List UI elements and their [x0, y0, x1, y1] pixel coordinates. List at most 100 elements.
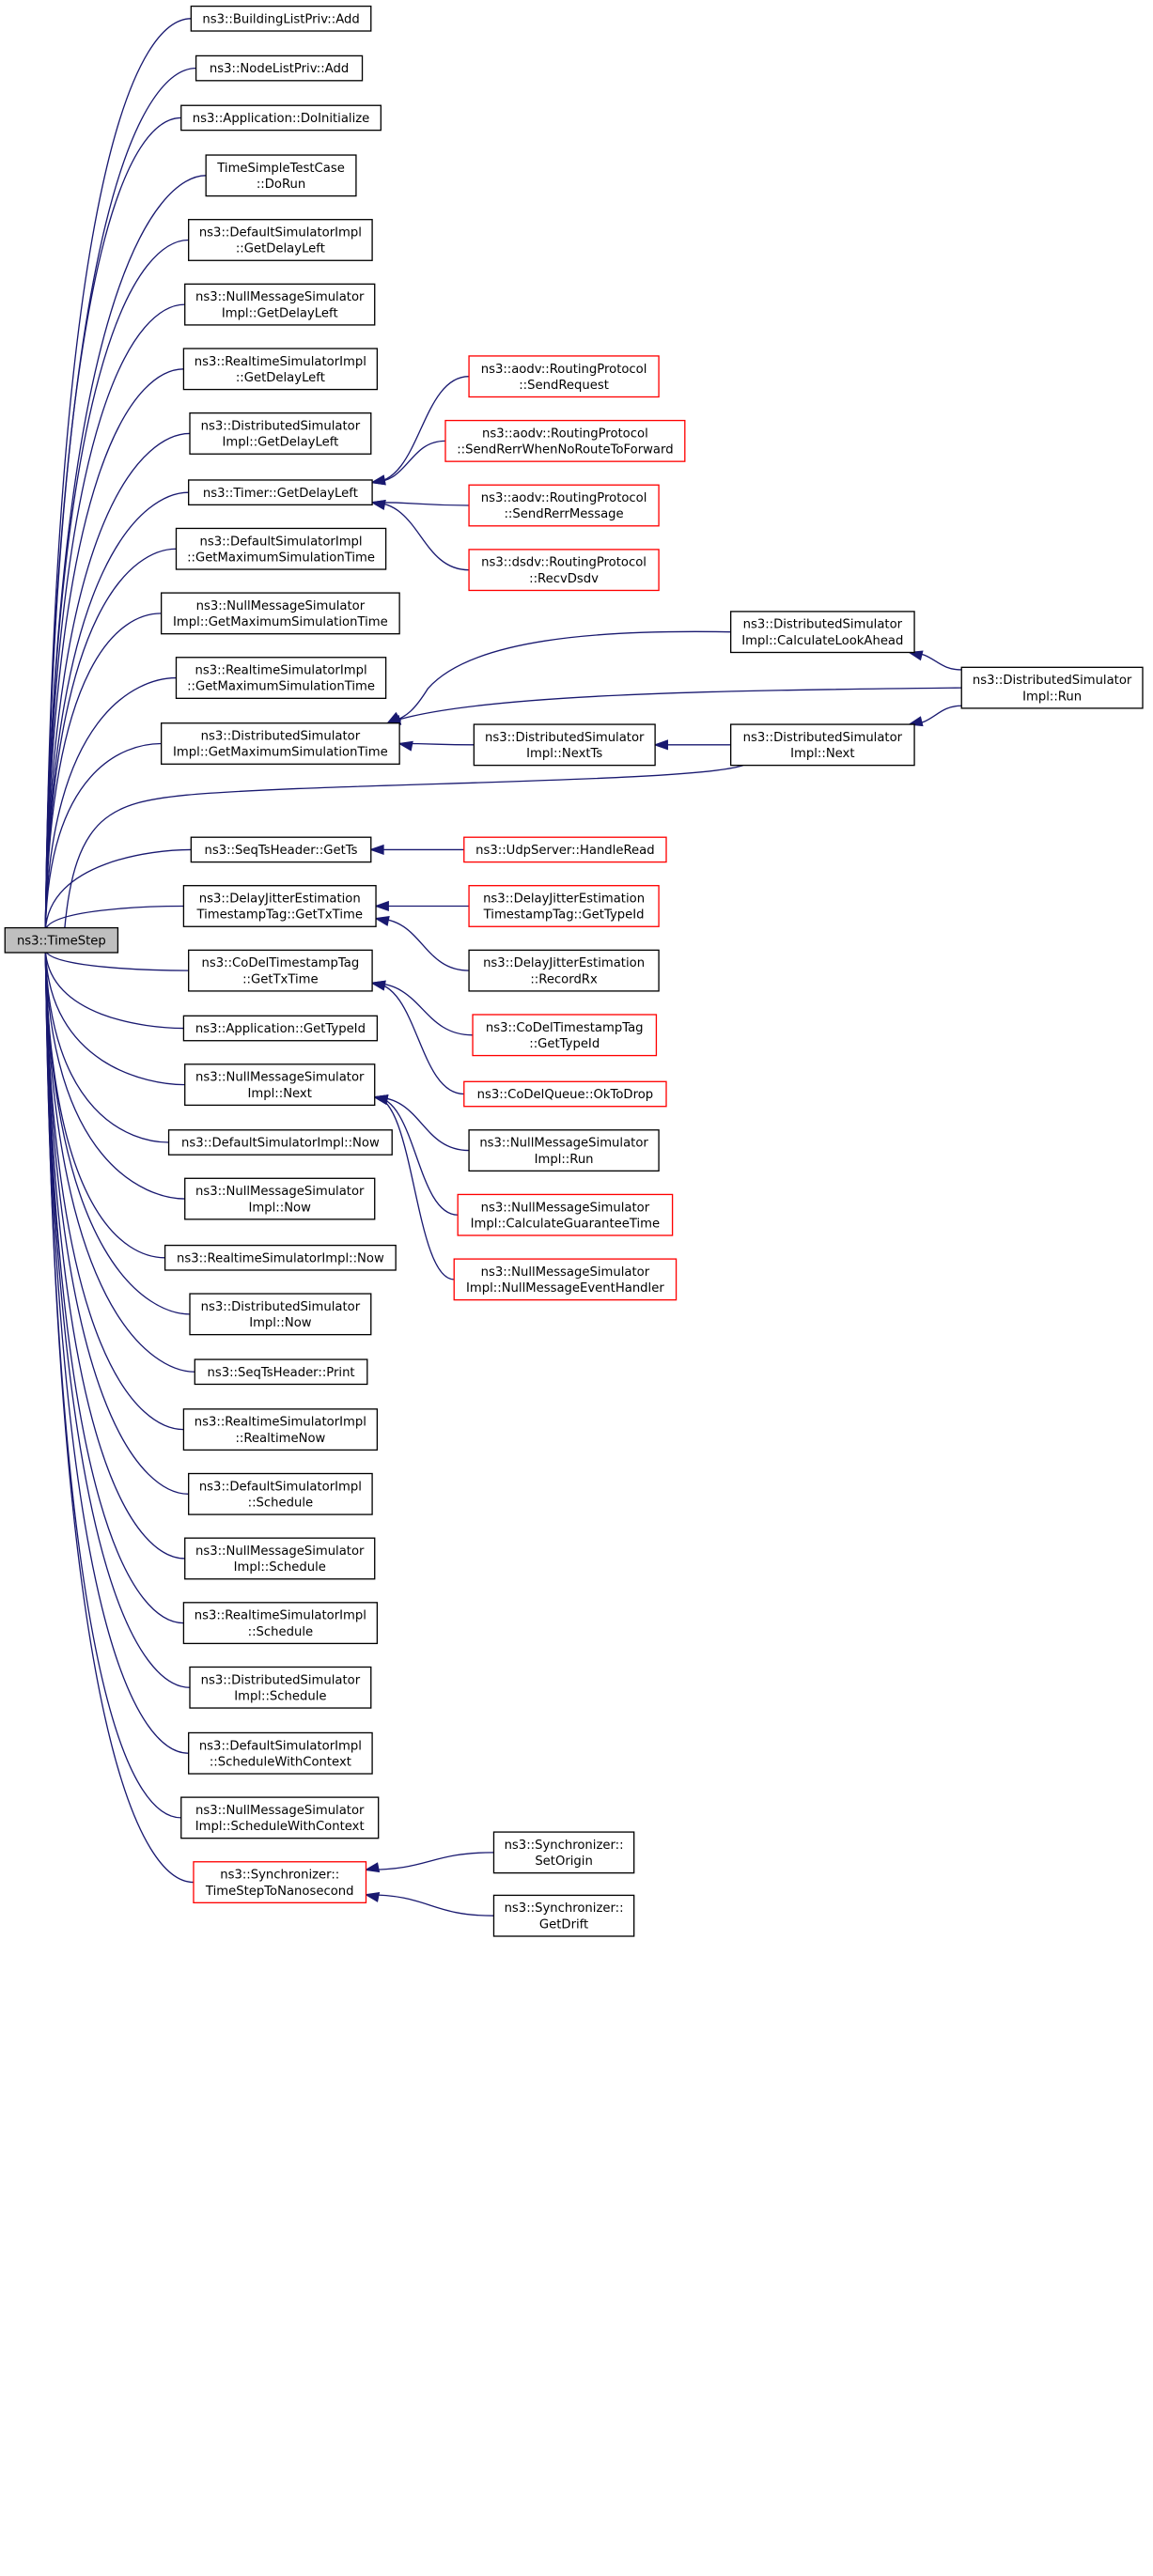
- function-node[interactable]: ns3::DistributedSimulatorImpl::Calculate…: [729, 611, 915, 654]
- root-function-node[interactable]: ns3::TimeStep: [4, 926, 119, 954]
- function-node[interactable]: ns3::RealtimeSimulatorImpl::Schedule: [182, 1602, 379, 1645]
- function-node[interactable]: ns3::SeqTsHeader::Print: [194, 1358, 368, 1386]
- edge-line: [372, 502, 470, 506]
- node-label-line: ns3::DistributedSimulator: [743, 618, 903, 632]
- function-node[interactable]: ns3::Synchronizer::GetDrift: [492, 1894, 635, 1937]
- node-box: [184, 1537, 376, 1580]
- function-node[interactable]: ns3::DefaultSimulatorImpl::ScheduleWithC…: [188, 1731, 373, 1775]
- node-box: [729, 723, 915, 767]
- function-node[interactable]: ns3::Application::GetTypeId: [182, 1015, 379, 1042]
- edge-line: [44, 239, 189, 931]
- call-edge: [41, 936, 194, 1884]
- function-node[interactable]: ns3::Synchronizer::SetOrigin: [492, 1831, 635, 1874]
- function-node[interactable]: ns3::BuildingListPriv::Add: [190, 5, 372, 32]
- function-node[interactable]: ns3::CoDelQueue::OkToDrop: [463, 1080, 667, 1108]
- node-box: [182, 1408, 379, 1451]
- function-node[interactable]: ns3::CoDelTimestampTag::GetTypeId: [472, 1014, 658, 1057]
- node-box: [180, 1796, 380, 1839]
- function-node[interactable]: ns3::CoDelTimestampTag::GetTxTime: [188, 949, 373, 992]
- call-edge: [41, 432, 191, 944]
- edge-line: [44, 950, 185, 1560]
- node-label-line: ns3::Timer::GetDelayLeft: [203, 487, 358, 501]
- edge-line: [44, 950, 194, 1884]
- function-node[interactable]: ns3::NullMessageSimulatorImpl::GetDelayL…: [184, 283, 376, 326]
- function-node[interactable]: ns3::NullMessageSimulatorImpl::Calculate…: [457, 1193, 674, 1236]
- node-label-line: ns3::DistributedSimulator: [201, 730, 361, 744]
- edge-line: [44, 950, 181, 1819]
- function-node[interactable]: ns3::RealtimeSimulatorImpl::GetDelayLeft: [182, 348, 379, 391]
- node-label-line: Impl::CalculateLookAhead: [741, 634, 903, 648]
- function-node[interactable]: ns3::NullMessageSimulatorImpl::NullMessa…: [453, 1258, 678, 1301]
- node-label-line: ns3::aodv::RoutingProtocol: [481, 491, 647, 505]
- function-node[interactable]: ns3::RealtimeSimulatorImpl::Now: [164, 1244, 397, 1271]
- function-node[interactable]: ns3::dsdv::RoutingProtocol::RecvDsdv: [468, 549, 660, 592]
- node-box: [468, 484, 660, 527]
- function-node[interactable]: ns3::Timer::GetDelayLeft: [188, 479, 373, 506]
- function-node[interactable]: ns3::NullMessageSimulatorImpl::ScheduleW…: [180, 1796, 380, 1839]
- function-node[interactable]: ns3::DefaultSimulatorImpl::Schedule: [188, 1472, 373, 1515]
- node-label-line: Impl::NullMessageEventHandler: [466, 1281, 664, 1296]
- node-label-line: Impl::Now: [249, 1316, 312, 1330]
- node-label-line: ns3::DelayJitterEstimation: [483, 956, 645, 970]
- function-node[interactable]: ns3::DelayJitterEstimationTimestampTag::…: [182, 885, 377, 927]
- node-box: [194, 1358, 368, 1386]
- node-box: [468, 1129, 660, 1172]
- node-label-line: ::GetDelayLeft: [236, 371, 325, 385]
- edge-line: [44, 950, 165, 1259]
- function-node[interactable]: ns3::aodv::RoutingProtocol::SendRerrWhen…: [444, 419, 686, 462]
- function-node[interactable]: ns3::aodv::RoutingProtocol::SendRerrMess…: [468, 484, 660, 527]
- node-label-line: ns3::BuildingListPriv::Add: [202, 12, 359, 26]
- function-node[interactable]: ns3::NullMessageSimulatorImpl::GetMaximu…: [160, 592, 400, 635]
- call-edge: [41, 67, 196, 944]
- node-box: [164, 1244, 397, 1271]
- call-edge: [385, 630, 731, 724]
- node-label-line: SetOrigin: [535, 1854, 593, 1869]
- call-edge: [385, 687, 962, 725]
- function-node[interactable]: ns3::DefaultSimulatorImpl::GetDelayLeft: [188, 219, 373, 261]
- edge-line: [44, 676, 177, 931]
- node-box: [184, 1177, 376, 1220]
- node-label-line: ns3::aodv::RoutingProtocol: [482, 427, 648, 441]
- function-node[interactable]: ns3::RealtimeSimulatorImpl::GetMaximumSi…: [175, 657, 387, 699]
- function-node[interactable]: ns3::DelayJitterEstimation::RecordRx: [468, 949, 660, 992]
- function-node[interactable]: ns3::Synchronizer::TimeStepToNanosecond: [193, 1861, 367, 1904]
- function-node[interactable]: ns3::DistributedSimulatorImpl::GetMaximu…: [160, 722, 400, 765]
- function-node[interactable]: ns3::DelayJitterEstimationTimestampTag::…: [468, 885, 660, 927]
- function-node[interactable]: ns3::DefaultSimulatorImpl::Now: [167, 1129, 393, 1156]
- function-node[interactable]: ns3::Application::DoInitialize: [180, 104, 382, 132]
- node-label-line: ns3::dsdv::RoutingProtocol: [481, 556, 647, 570]
- function-node[interactable]: ns3::DistributedSimulatorImpl::GetDelayL…: [189, 411, 372, 455]
- function-node[interactable]: ns3::DefaultSimulatorImpl::GetMaximumSim…: [175, 527, 387, 570]
- function-node[interactable]: ns3::NodeListPriv::Add: [195, 54, 364, 82]
- node-box: [190, 836, 372, 863]
- function-node[interactable]: ns3::aodv::RoutingProtocol::SendRequest: [468, 355, 660, 398]
- function-node[interactable]: ns3::SeqTsHeader::GetTs: [190, 836, 372, 863]
- call-edge: [41, 368, 184, 944]
- function-node[interactable]: ns3::RealtimeSimulatorImpl::RealtimeNow: [182, 1408, 379, 1451]
- node-label-line: ns3::Application::DoInitialize: [193, 112, 370, 126]
- node-box: [175, 657, 387, 699]
- edge-line: [372, 982, 474, 1036]
- node-label-line: Impl::ScheduleWithContext: [195, 1820, 365, 1834]
- node-label-line: ns3::RealtimeSimulatorImpl: [195, 1416, 366, 1430]
- function-node[interactable]: ns3::UdpServer::HandleRead: [463, 836, 667, 863]
- edge-line: [44, 613, 162, 931]
- edge-line: [44, 950, 184, 1431]
- node-box: [453, 1258, 678, 1301]
- node-label-line: ::GetMaximumSimulationTime: [187, 551, 375, 565]
- function-node[interactable]: TimeSimpleTestCase::DoRun: [205, 154, 357, 197]
- node-box: [195, 54, 364, 82]
- node-box: [182, 1602, 379, 1645]
- edge-line: [44, 950, 184, 1624]
- call-edge: [41, 936, 181, 1819]
- node-label-line: TimeStepToNanosecond: [205, 1885, 354, 1899]
